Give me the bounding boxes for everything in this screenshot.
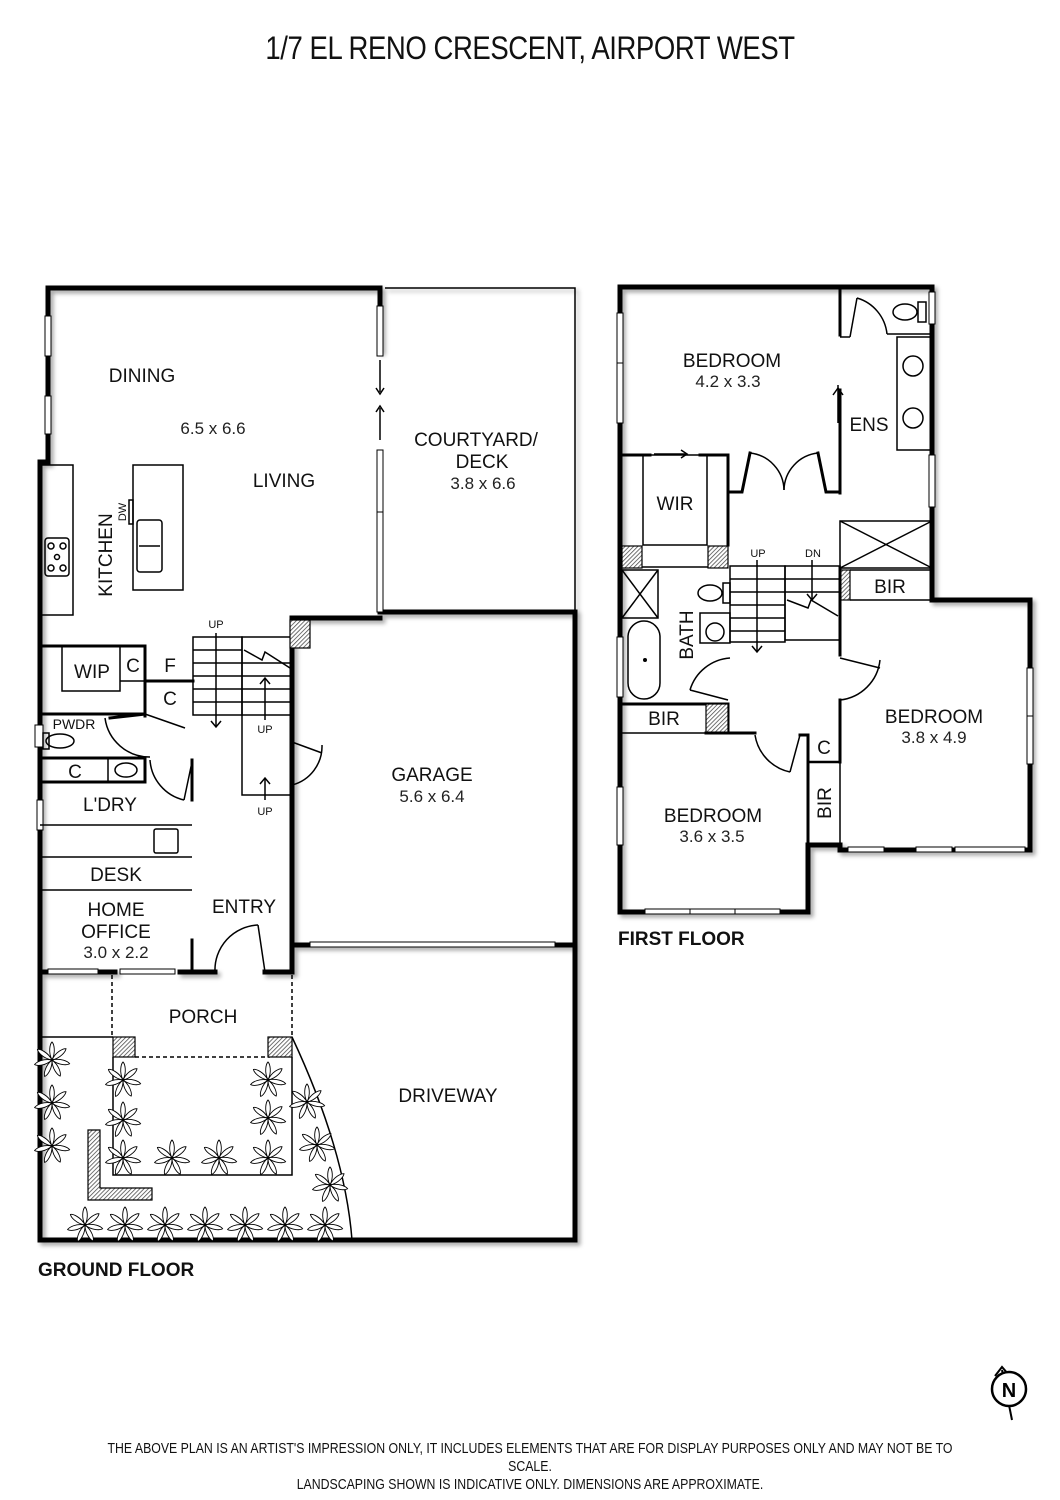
disclaimer-line-2: LANDSCAPING SHOWN IS INDICATIVE ONLY. DI…: [296, 1476, 764, 1493]
disclaimer: THE ABOVE PLAN IS AN ARTIST'S IMPRESSION…: [95, 1440, 964, 1494]
room-wip: WIP: [74, 662, 110, 683]
room-dining: DINING: [109, 366, 176, 387]
room-pwdr: PWDR: [53, 716, 96, 732]
room-cupboard-2: C: [163, 689, 177, 710]
disclaimer-line-1: THE ABOVE PLAN IS AN ARTIST'S IMPRESSION…: [107, 1440, 953, 1475]
page-title: 1/7 EL RENO CRESCENT, AIRPORT WEST: [265, 30, 795, 66]
office-dims: 3.0 x 2.2: [83, 943, 148, 962]
room-bir-3: BIR: [815, 787, 836, 819]
ground-floor-labels: DINING 6.5 x 6.6 LIVING KITCHEN DW COURT…: [38, 366, 539, 1281]
first-floor-labels: BEDROOM 4.2 x 3.3 ENS WIR UP DN BIR BATH…: [618, 351, 983, 950]
room-courtyard: COURTYARD/: [414, 430, 539, 451]
ground-interior: [38, 360, 385, 1241]
room-laundry: L'DRY: [83, 795, 137, 816]
room-wir: WIR: [657, 494, 694, 515]
first-floor-label: FIRST FLOOR: [618, 929, 745, 950]
room-desk: DESK: [90, 865, 142, 886]
room-entry: ENTRY: [212, 897, 276, 918]
room-fridge: F: [164, 656, 176, 677]
north-compass-icon: N: [990, 1365, 1028, 1421]
garage-dims: 5.6 x 6.4: [399, 787, 464, 806]
bedroom-2-dims: 3.8 x 4.9: [901, 728, 966, 747]
room-garage: GARAGE: [391, 765, 472, 786]
room-kitchen: KITCHEN: [96, 513, 117, 596]
bedroom-1-dims: 4.2 x 3.3: [695, 372, 760, 391]
room-bath: BATH: [677, 610, 698, 659]
first-windows: [616, 291, 1034, 915]
room-deck: DECK: [456, 452, 509, 473]
room-ensuite: ENS: [849, 415, 888, 436]
svg-text:N: N: [1002, 1380, 1016, 1402]
bedroom-3-dims: 3.6 x 3.5: [679, 827, 744, 846]
room-bedroom-1: BEDROOM: [683, 351, 781, 372]
room-driveway: DRIVEWAY: [398, 1086, 498, 1107]
room-bir-2: BIR: [648, 709, 680, 730]
dishwasher-label: DW: [117, 502, 129, 521]
room-cupboard-3: C: [68, 762, 82, 783]
room-bedroom-3: BEDROOM: [664, 806, 762, 827]
stair-down: DN: [805, 548, 821, 560]
room-bedroom-2: BEDROOM: [885, 707, 983, 728]
stair-up-2: UP: [257, 724, 272, 736]
room-living: LIVING: [253, 471, 315, 492]
stair-up-3: UP: [257, 806, 272, 818]
stair-up-1: UP: [208, 619, 223, 631]
courtyard-dims: 3.8 x 6.6: [450, 474, 515, 493]
ground-floor-label: GROUND FLOOR: [38, 1260, 194, 1281]
landscaping-plants: [33, 1041, 349, 1243]
ground-windows: [34, 305, 556, 975]
room-cupboard-1: C: [126, 656, 140, 677]
room-office: OFFICE: [81, 922, 151, 943]
room-home: HOME: [88, 900, 145, 921]
first-interior: [618, 285, 933, 855]
room-cupboard: C: [817, 738, 831, 759]
room-bir-1: BIR: [874, 577, 906, 598]
room-porch: PORCH: [169, 1007, 238, 1028]
stair-up: UP: [750, 548, 765, 560]
living-dims: 6.5 x 6.6: [180, 419, 245, 438]
